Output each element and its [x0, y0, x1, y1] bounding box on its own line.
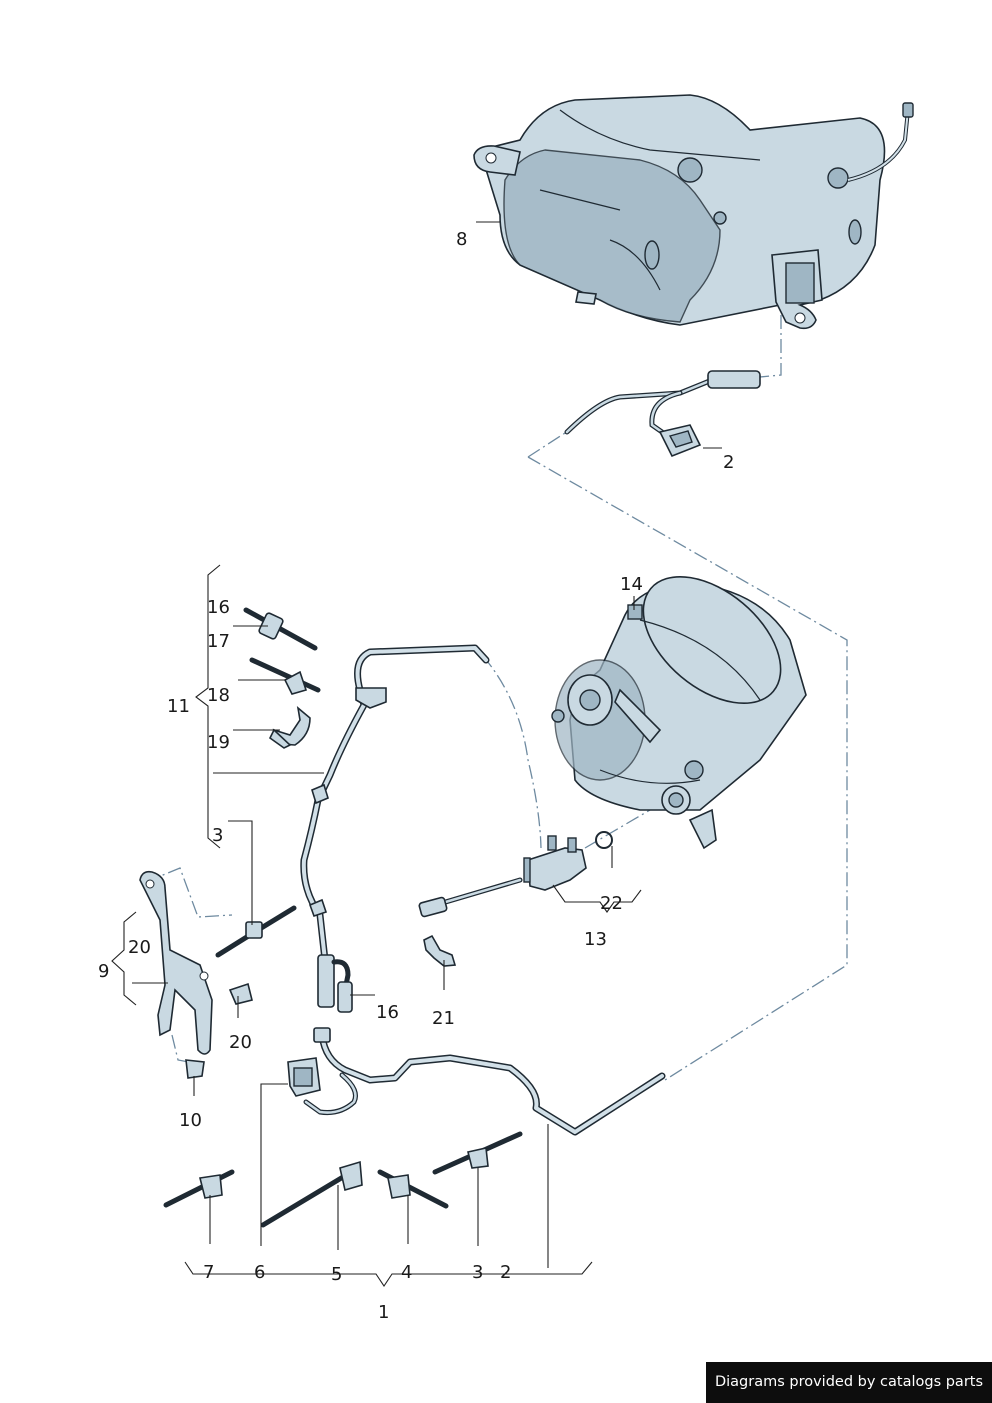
main-hose — [287, 644, 666, 1136]
label-3-upper: 3 — [212, 825, 223, 846]
credit-banner: Diagrams provided by catalogs parts — [706, 1362, 992, 1403]
label-5: 5 — [331, 1264, 342, 1285]
connection-bracket-nut — [171, 1034, 195, 1064]
pressure-sensor-assembly — [418, 831, 613, 967]
part-number-labels: 8 2 14 16 17 18 11 19 3 20 9 20 10 16 21… — [98, 229, 734, 1323]
label-19: 19 — [207, 732, 230, 753]
label-7: 7 — [203, 1262, 214, 1283]
label-21: 21 — [432, 1008, 455, 1029]
label-3-lower: 3 — [472, 1262, 483, 1283]
label-2-upper: 2 — [723, 452, 734, 473]
label-9: 9 — [98, 961, 109, 982]
upper-wire-harness — [564, 370, 761, 458]
label-20-lower: 20 — [229, 1032, 252, 1053]
leader-lines — [111, 221, 722, 1287]
label-8: 8 — [456, 229, 467, 250]
particulate-filter — [551, 575, 807, 850]
connection-long-dash — [527, 456, 848, 1081]
label-18: 18 — [207, 685, 230, 706]
label-17: 17 — [207, 631, 230, 652]
label-4: 4 — [401, 1262, 412, 1283]
connection-tank-to-harness — [759, 315, 782, 378]
label-16-upper: 16 — [207, 597, 230, 618]
bottom-clips — [163, 1131, 523, 1228]
label-2-lower: 2 — [500, 1262, 511, 1283]
connection-hose-to-sensor — [482, 655, 542, 849]
label-10: 10 — [179, 1110, 202, 1131]
bracket-9 — [139, 870, 297, 1079]
connection-bracket-dash — [145, 867, 233, 918]
label-20-left: 20 — [128, 937, 151, 958]
label-22: 22 — [600, 893, 623, 914]
fuel-tank — [473, 94, 914, 330]
label-1: 1 — [378, 1302, 389, 1323]
label-6: 6 — [254, 1262, 265, 1283]
connection-loop-right — [527, 432, 566, 458]
clip-parts-group-11 — [243, 607, 321, 749]
label-14: 14 — [620, 574, 643, 595]
label-11: 11 — [167, 696, 190, 717]
label-16-lower: 16 — [376, 1002, 399, 1023]
label-13: 13 — [584, 929, 607, 950]
